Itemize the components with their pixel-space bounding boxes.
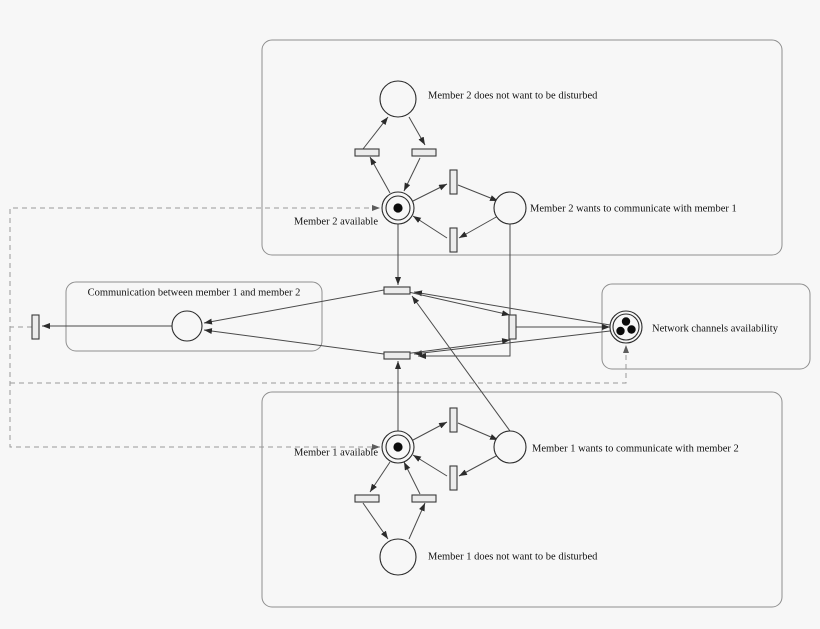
token xyxy=(616,326,625,336)
arc-t-m1-sleep-to-p-m1-available xyxy=(403,461,421,495)
p-m1-wants-label: Member 1 wants to communicate with membe… xyxy=(532,443,739,454)
arc-p-m2-available-to-t-m2-request xyxy=(412,183,448,202)
arc-p-m1-available-to-t-m1-wake xyxy=(369,461,391,493)
p-m2-wants[interactable] xyxy=(493,191,527,225)
p-m2-wants-label: Member 2 wants to communicate with membe… xyxy=(530,203,737,214)
arc-t-connect-bot-to-t-release xyxy=(403,338,511,355)
feedback-network xyxy=(10,345,629,384)
p-m2-undisturbed[interactable] xyxy=(379,80,417,118)
p-m2-available[interactable] xyxy=(381,191,415,225)
arc-t-m1-request-to-p-m1-wants xyxy=(457,422,499,441)
feedback-member1 xyxy=(9,327,380,450)
arc-p-m2-undisturbed-to-t-m2-sleep xyxy=(408,116,426,146)
p-network[interactable] xyxy=(609,310,643,344)
p-m1-undisturbed[interactable] xyxy=(379,538,417,576)
arcs xyxy=(42,116,611,540)
token xyxy=(393,442,403,452)
arc-t-connect-top-to-t-release xyxy=(403,290,511,317)
feedback-arcs xyxy=(9,205,629,450)
t-m2-wake[interactable] xyxy=(354,148,380,157)
member1-module xyxy=(261,391,783,608)
arc-p-m1-available-to-t-m1-request xyxy=(412,421,448,441)
p-m1-available[interactable] xyxy=(381,430,415,464)
arc-t-m1-wake-to-p-m1-undisturbed xyxy=(362,502,389,540)
arc-p-m1-undisturbed-to-t-m1-sleep xyxy=(408,502,426,540)
p-network-label: Network channels availability xyxy=(652,323,779,334)
token xyxy=(627,325,636,334)
places xyxy=(171,80,643,576)
t-release[interactable] xyxy=(508,314,517,340)
t-m1-request[interactable] xyxy=(449,407,458,433)
arc-p-network-to-t-connect-bot xyxy=(413,330,611,357)
p-m2-available-label: Member 2 available xyxy=(294,216,378,227)
t-terminate[interactable] xyxy=(31,314,40,340)
t-m1-wake[interactable] xyxy=(354,494,380,503)
arc-p-m2-wants-to-t-m2-cancel xyxy=(458,215,499,239)
t-m2-request[interactable] xyxy=(449,169,458,195)
p-communication-label: Communication between member 1 and membe… xyxy=(88,287,301,298)
arc-t-connect-top-to-p-communication xyxy=(203,289,385,325)
transitions xyxy=(31,148,517,503)
token xyxy=(621,317,631,326)
arc-t-m1-cancel-to-p-m1-available xyxy=(412,454,448,477)
arc-t-connect-bot-to-p-communication xyxy=(203,328,385,355)
p-m2-undisturbed-label: Member 2 does not want to be disturbed xyxy=(428,90,598,101)
place-labels: Member 2 does not want to be disturbedMe… xyxy=(88,90,779,562)
p-m1-available-label: Member 1 available xyxy=(294,447,378,458)
p-m1-undisturbed-label: Member 1 does not want to be disturbed xyxy=(428,551,598,562)
arc-t-m2-request-to-p-m2-wants xyxy=(457,184,499,202)
arc-t-m2-wake-to-p-m2-undisturbed xyxy=(362,116,389,150)
token xyxy=(393,203,403,213)
arc-t-m2-cancel-to-p-m2-available xyxy=(412,215,448,239)
t-connect-top[interactable] xyxy=(383,286,411,295)
arc-p-m1-wants-to-t-connect-top xyxy=(411,295,511,432)
p-m1-wants[interactable] xyxy=(493,430,527,464)
feedback-spine xyxy=(9,205,380,328)
arc-p-m2-available-to-t-m2-wake xyxy=(369,156,391,194)
arc-p-network-to-t-connect-top xyxy=(413,290,611,326)
t-connect-bot[interactable] xyxy=(383,351,411,360)
t-m2-cancel[interactable] xyxy=(449,227,458,253)
t-m2-sleep[interactable] xyxy=(411,148,437,157)
arc-p-m2-wants-to-t-connect-bot xyxy=(418,224,511,359)
arc-p-m1-wants-to-t-m1-cancel xyxy=(458,454,499,477)
t-m1-cancel[interactable] xyxy=(449,465,458,491)
arc-t-m2-sleep-to-p-m2-available xyxy=(403,157,421,192)
t-m1-sleep[interactable] xyxy=(411,494,437,503)
p-communication[interactable] xyxy=(171,310,203,342)
